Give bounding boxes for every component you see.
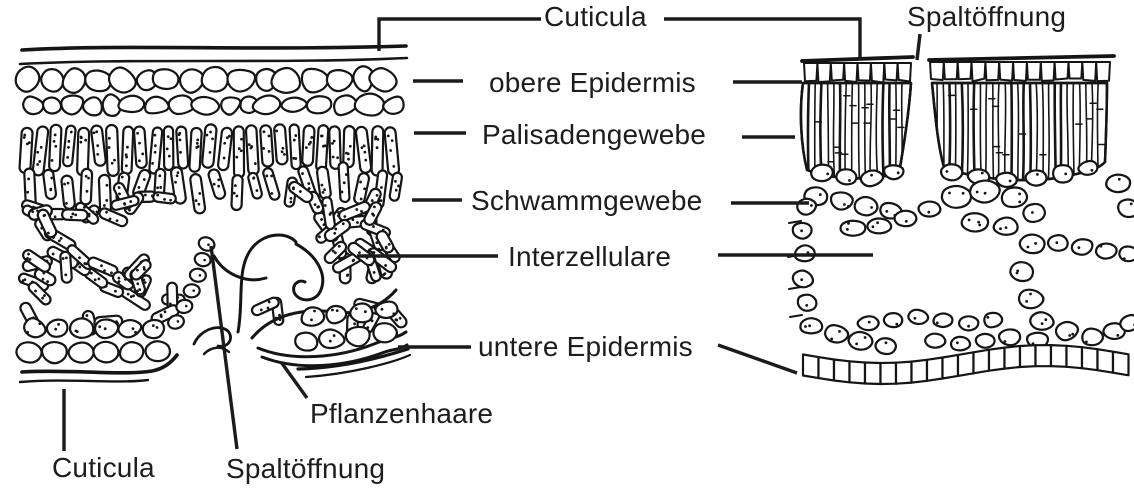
label-spaltoeffnung-top: Spaltöffnung — [907, 1, 1067, 32]
leader-spaltoeffnung-top — [915, 33, 922, 61]
leader-cuticula-to-left-diagram — [377, 17, 541, 51]
label-spaltoeffnung-bottom: Spaltöffnung — [226, 453, 386, 484]
label-palisadengewebe: Palisadengewebe — [482, 119, 707, 150]
right-schematic-leaf-section-drawing — [787, 54, 1134, 386]
label-schwammgewebe: Schwammgewebe — [471, 185, 703, 216]
label-cuticula-bottom: Cuticula — [52, 452, 155, 483]
leader-cuticula-to-right-diagram — [664, 17, 862, 60]
label-interzellulare: Interzellulare — [508, 241, 672, 272]
leader-pflanzenhaare — [279, 361, 309, 399]
leader-lines — [62, 17, 922, 451]
leader-spaltoeffnung-bottom — [209, 245, 239, 450]
label-obere-epidermis: obere Epidermis — [489, 67, 696, 98]
label-untere-epidermis: untere Epidermis — [478, 331, 693, 362]
left-microscopic-leaf-section-drawing — [14, 44, 412, 384]
label-cuticula-top: Cuticula — [544, 1, 647, 32]
label-pflanzenhaare: Pflanzenhaare — [310, 398, 494, 429]
leader-untere-epidermis-right — [717, 343, 798, 375]
